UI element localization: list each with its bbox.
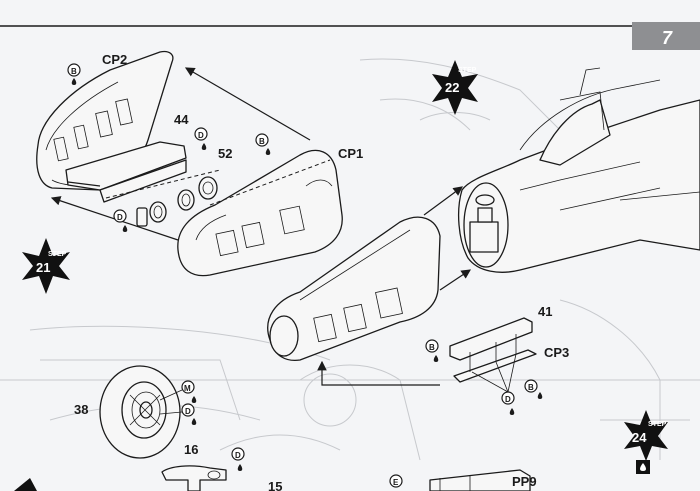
paint-code-b-3-label: B — [429, 343, 435, 352]
step-partial-badge — [14, 478, 37, 491]
paint-code-m-label: M — [184, 384, 191, 393]
paint-code-d-3-label: D — [505, 395, 511, 404]
step-21-badge: STEP 21 — [22, 238, 70, 294]
paint-code-d-5: D — [231, 447, 245, 471]
page-number: 7 — [662, 28, 673, 48]
paint-code-b-1-label: B — [71, 67, 77, 76]
step-22-badge: STEP 22 — [432, 60, 478, 115]
pp9-part — [429, 469, 531, 491]
label-15: 15 — [268, 479, 282, 491]
paint-code-b-3: B — [425, 339, 439, 362]
paint-code-b-4: B — [524, 379, 543, 399]
paint-code-d-5-label: D — [235, 451, 241, 460]
page-tab — [632, 22, 700, 50]
label-pp9: PP9 — [512, 474, 537, 489]
paint-code-d-3: D — [471, 353, 517, 415]
step-22-word: STEP — [458, 67, 477, 74]
paint-code-b-2-label: B — [259, 137, 265, 146]
paint-code-d-4-label: D — [185, 407, 191, 416]
strut-part — [161, 465, 227, 491]
paint-code-b-1: B — [67, 63, 81, 85]
step-24-badge: STEP 24 — [624, 410, 668, 474]
step-22-number: 22 — [445, 80, 459, 95]
label-16: 16 — [184, 442, 198, 457]
cp1-part — [177, 149, 343, 277]
label-38: 38 — [74, 402, 88, 417]
label-41: 41 — [538, 304, 552, 319]
cp3-part — [449, 317, 537, 383]
assembly-arrows — [50, 67, 471, 386]
part-52-rings — [136, 176, 218, 227]
paint-code-e-label: E — [393, 478, 399, 487]
label-52: 52 — [218, 146, 232, 161]
step-21-word: STEP — [48, 251, 67, 258]
step-24-word: STEP — [648, 421, 667, 428]
label-cp3: CP3 — [544, 345, 569, 360]
paint-code-m: M — [159, 380, 197, 403]
paint-code-e: E — [389, 474, 403, 488]
wheel-part — [99, 365, 181, 459]
paint-code-d-1-label: D — [198, 131, 204, 140]
paint-code-d-4: D — [159, 403, 197, 425]
paint-code-d-2-label: D — [117, 213, 123, 222]
glue-drop-icon — [640, 463, 646, 471]
step-24-number: 24 — [632, 430, 647, 445]
label-cp2: CP2 — [102, 52, 127, 67]
paint-code-d-1: D — [194, 127, 208, 150]
label-44: 44 — [174, 112, 189, 127]
assembled-nose — [267, 216, 441, 362]
paint-code-b-2: B — [255, 133, 271, 155]
paint-code-b-4-label: B — [528, 383, 534, 392]
fuselage — [458, 67, 700, 273]
part-44 — [65, 141, 187, 203]
step-21-number: 21 — [36, 260, 50, 275]
paint-code-d-2: D — [113, 209, 128, 232]
label-cp1: CP1 — [338, 146, 363, 161]
